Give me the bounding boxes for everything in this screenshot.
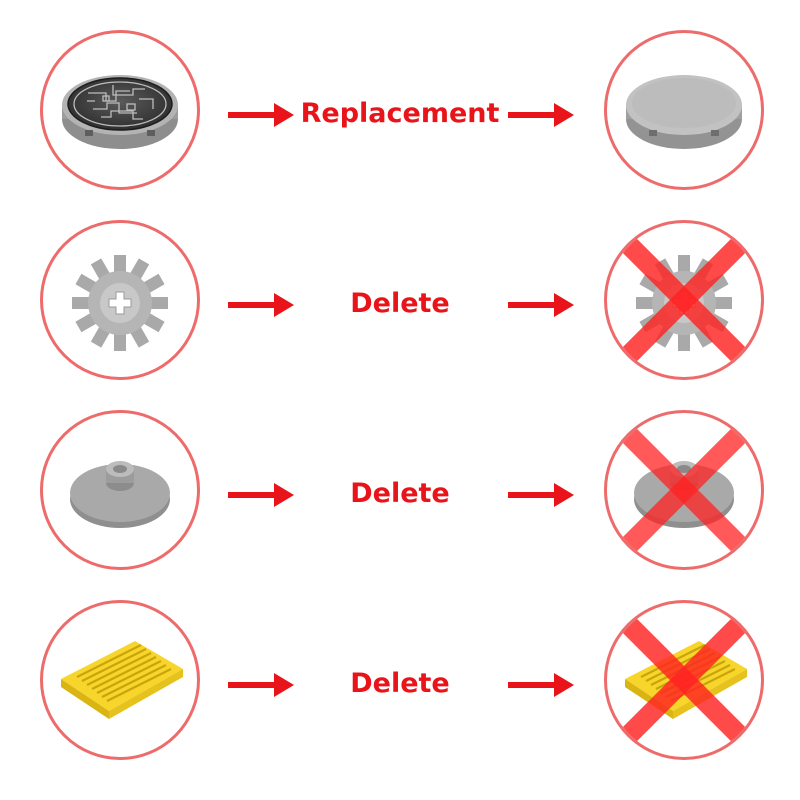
source-part-circle	[40, 220, 200, 380]
action-label: Replacement	[300, 98, 500, 129]
deleted-round-plate-icon	[607, 413, 761, 567]
cross-icon	[607, 413, 761, 567]
source-part-circle	[40, 30, 200, 190]
action-label: Delete	[350, 288, 450, 319]
arrow-icon	[508, 673, 574, 697]
deleted-gear-icon	[607, 223, 761, 377]
arrow-icon	[228, 673, 294, 697]
action-label: Delete	[350, 478, 450, 509]
part-row-replacement: Replacement	[0, 30, 800, 200]
arrow-icon	[228, 293, 294, 317]
arrow-icon	[508, 483, 574, 507]
cross-icon	[607, 223, 761, 377]
arrow-icon	[508, 293, 574, 317]
result-part-circle	[604, 220, 764, 380]
part-row-delete-grille: Delete	[0, 600, 800, 770]
result-part-circle	[604, 30, 764, 190]
source-part-circle	[40, 600, 200, 760]
arrow-icon	[228, 103, 294, 127]
cross-icon	[607, 603, 761, 757]
arrow-icon	[508, 103, 574, 127]
deleted-grille-tile-icon	[607, 603, 761, 757]
result-part-circle	[604, 410, 764, 570]
action-label: Delete	[350, 668, 450, 699]
gear-icon	[72, 255, 168, 351]
grille-tile-icon	[61, 641, 183, 719]
part-row-delete-gear: Delete	[0, 220, 800, 390]
round-plate-icon	[70, 461, 170, 528]
arrow-icon	[228, 483, 294, 507]
printed-round-tile-icon	[62, 75, 178, 149]
result-part-circle	[604, 600, 764, 760]
part-row-delete-plate: Delete	[0, 410, 800, 580]
source-part-circle	[40, 410, 200, 570]
plain-round-tile-icon	[626, 75, 742, 149]
